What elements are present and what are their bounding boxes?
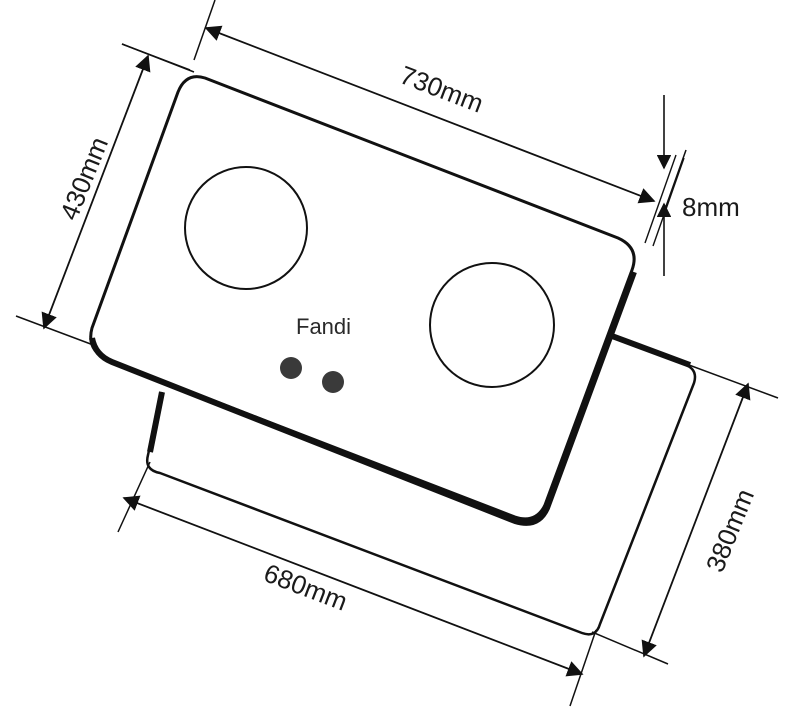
- dimension-thickness: 8mm: [644, 95, 740, 276]
- dim-label-8: 8mm: [682, 192, 740, 222]
- brand-label: Fandi: [296, 314, 351, 339]
- burner-right: [429, 262, 555, 388]
- dim-label-380: 380mm: [700, 485, 760, 577]
- dim-label-730: 730mm: [396, 60, 488, 119]
- dim-label-680: 680mm: [260, 558, 352, 617]
- knob-right: [322, 371, 344, 393]
- dim-label-430: 430mm: [54, 133, 114, 225]
- dimension-cutout-depth: 380mm: [591, 354, 779, 665]
- knob-left: [280, 357, 302, 379]
- cooktop-plate: [89, 75, 637, 526]
